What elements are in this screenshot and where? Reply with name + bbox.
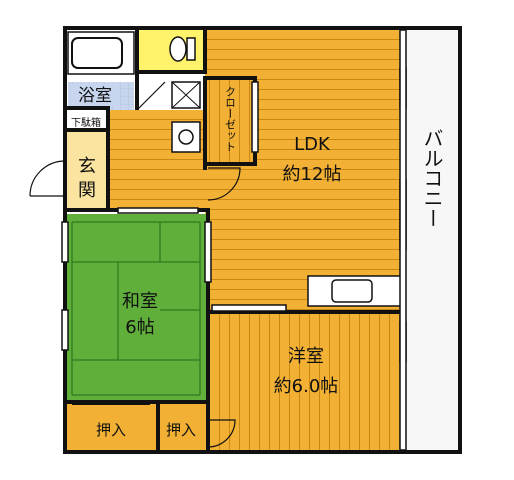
shoe-box-label: 下駄箱	[71, 116, 101, 129]
windows	[61, 29, 407, 451]
entrance-label-top: 玄	[78, 156, 96, 177]
youshitsu-name-label: 洋室	[288, 346, 324, 367]
youshitsu-size-label: 約6.0帖	[274, 376, 339, 397]
balcony	[401, 26, 462, 454]
bath-label-bg	[70, 84, 120, 106]
door-swings	[29, 81, 241, 448]
washitsu-room	[65, 214, 208, 402]
oshiire-right-label: 押入	[166, 421, 196, 439]
oshiire-left-area	[65, 403, 158, 450]
bath-label: 浴室	[78, 86, 112, 106]
closet-area	[205, 78, 255, 164]
washitsu-size-label: 6帖	[125, 317, 154, 338]
ldk-name-label: LDK	[294, 134, 331, 155]
balcony-label: バルコニー	[420, 128, 444, 228]
washitsu-name-label: 和室	[122, 291, 158, 312]
entrance-area	[65, 110, 108, 210]
washroom-area	[137, 72, 205, 153]
oshiire-left-label: 押入	[96, 421, 126, 439]
entrance-label-bottom: 関	[78, 180, 96, 201]
oshiire-right-area	[160, 404, 206, 450]
ldk-size-label: 約12帖	[283, 164, 342, 185]
youshitsu-room	[208, 312, 403, 450]
closet-label: クローゼット	[224, 86, 237, 152]
toilet-room	[137, 30, 205, 72]
kitchen-counter	[307, 275, 404, 307]
